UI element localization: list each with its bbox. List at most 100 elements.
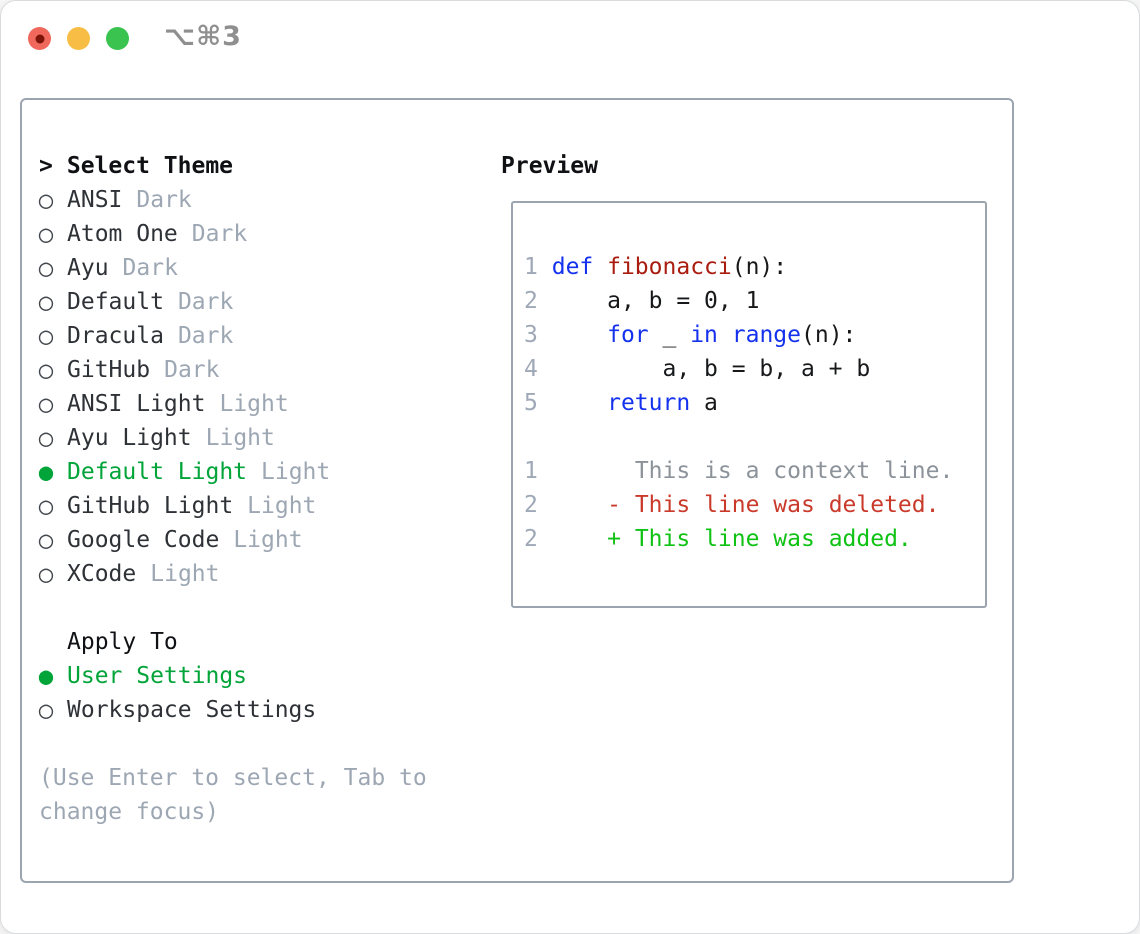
prompt-caret-icon: >	[39, 153, 53, 179]
preview-box: 1 def fibonacci(n): 2 a, b = 0, 1 3 for …	[511, 201, 987, 608]
theme-name: Atom One	[67, 221, 178, 247]
line-number: 3	[524, 322, 538, 348]
code-token: for	[607, 322, 649, 348]
code-token: (n):	[731, 254, 788, 280]
radio-unselected-icon: ○	[38, 560, 54, 588]
code-token: _	[648, 322, 691, 348]
theme-name: Ayu	[67, 255, 109, 281]
theme-name: ANSI Light	[67, 391, 206, 417]
line-number: 4	[524, 356, 538, 382]
theme-name: Default	[67, 289, 164, 315]
radio-unselected-icon: ○	[38, 696, 54, 724]
code-token: (n):	[801, 322, 857, 348]
code-token: def	[551, 254, 608, 280]
theme-name: Ayu Light	[67, 425, 192, 451]
radio-unselected-icon: ○	[38, 220, 54, 248]
radio-selected-icon: ●	[38, 458, 54, 486]
code-token: in	[690, 322, 718, 348]
theme-option-ayu[interactable]: ○ Ayu Dark	[39, 251, 479, 285]
theme-variant-label: Dark	[136, 187, 192, 213]
radio-unselected-icon: ○	[38, 356, 54, 384]
line-number: 5	[524, 390, 538, 416]
theme-option-default[interactable]: ○ Default Dark	[39, 285, 479, 319]
theme-name: Default Light	[67, 459, 248, 485]
line-number: 2	[524, 492, 538, 518]
theme-name: Dracula	[67, 323, 164, 349]
theme-option-default-light[interactable]: ● Default Light Light	[39, 455, 479, 489]
diff-text: This line was added.	[634, 526, 912, 552]
radio-unselected-icon: ○	[38, 322, 54, 350]
theme-variant-label: Dark	[177, 289, 234, 315]
line-number: 2	[524, 288, 538, 314]
theme-option-atom-one[interactable]: ○ Atom One Dark	[39, 217, 479, 251]
select-theme-heading: > Select Theme	[39, 149, 479, 183]
code-token: a, b = b, a + b	[551, 356, 871, 382]
radio-selected-icon: ●	[38, 662, 54, 690]
theme-option-dracula[interactable]: ○ Dracula Dark	[39, 319, 479, 353]
close-button-icon[interactable]	[28, 27, 51, 50]
apply-option-user-settings[interactable]: ● User Settings	[39, 659, 479, 693]
spacer	[39, 727, 479, 761]
code-token: fibonacci	[607, 254, 732, 280]
theme-option-ansi[interactable]: ○ ANSI Dark	[39, 183, 479, 217]
radio-unselected-icon: ○	[38, 186, 54, 214]
theme-variant-label: Light	[219, 391, 289, 417]
code-token: return	[607, 390, 691, 416]
theme-variant-label: Dark	[122, 255, 178, 281]
radio-unselected-icon: ○	[38, 424, 54, 452]
diff-text: This line was deleted.	[634, 492, 940, 518]
line-number: 1	[524, 254, 538, 280]
diff-marker: +	[607, 526, 621, 552]
radio-unselected-icon: ○	[38, 288, 54, 316]
theme-option-google-code[interactable]: ○ Google Code Light	[39, 523, 479, 557]
apply-option-label: User Settings	[67, 663, 248, 689]
code-token: a	[690, 390, 718, 416]
line-number: 2	[524, 526, 538, 552]
theme-option-ansi-light[interactable]: ○ ANSI Light Light	[39, 387, 479, 421]
apply-to-option-list: ● User Settings ○Workspace Settings	[39, 659, 479, 727]
diff-marker: -	[607, 492, 621, 518]
diff-marker	[607, 458, 621, 484]
theme-variant-label: Dark	[177, 323, 234, 349]
radio-unselected-icon: ○	[38, 254, 54, 282]
select-theme-title: Select Theme	[66, 153, 234, 179]
theme-variant-label: Dark	[164, 357, 220, 383]
theme-variant-label: Light	[247, 493, 317, 519]
minimize-button-icon[interactable]	[67, 27, 90, 50]
apply-to-heading: Apply To	[67, 629, 178, 655]
theme-name: ANSI	[67, 187, 123, 213]
window-shortcut-label: ⌥⌘3	[164, 21, 242, 52]
theme-variant-label: Dark	[191, 221, 248, 247]
theme-name: Google Code	[67, 527, 220, 553]
theme-name: GitHub	[67, 357, 151, 383]
theme-variant-label: Light	[233, 527, 303, 553]
code-token: a, b = 0, 1	[551, 288, 760, 314]
theme-variant-label: Light	[261, 459, 331, 485]
diff-text: This is a context line.	[634, 458, 954, 484]
preview-code: 1 def fibonacci(n): 2 a, b = 0, 1 3 for …	[513, 203, 985, 556]
theme-variant-label: Light	[150, 561, 220, 587]
radio-unselected-icon: ○	[38, 526, 54, 554]
zoom-button-icon[interactable]	[106, 27, 129, 50]
line-number: 1	[524, 458, 538, 484]
code-token: range	[731, 322, 802, 348]
code-token	[718, 322, 732, 348]
apply-option-workspace-settings[interactable]: ○Workspace Settings	[39, 693, 479, 727]
traffic-lights	[28, 27, 129, 50]
code-token	[552, 322, 607, 348]
radio-unselected-icon: ○	[38, 492, 54, 520]
keyboard-hint-text: (Use Enter to select, Tab to change focu…	[39, 765, 427, 825]
spacer	[39, 591, 479, 625]
theme-option-github[interactable]: ○ GitHub Dark	[39, 353, 479, 387]
preview-heading: Preview	[501, 153, 598, 179]
theme-name: XCode	[67, 561, 137, 587]
radio-unselected-icon: ○	[38, 390, 54, 418]
code-token	[552, 390, 607, 416]
theme-option-xcode[interactable]: ○ XCode Light	[39, 557, 479, 591]
close-dot-icon	[35, 34, 44, 43]
